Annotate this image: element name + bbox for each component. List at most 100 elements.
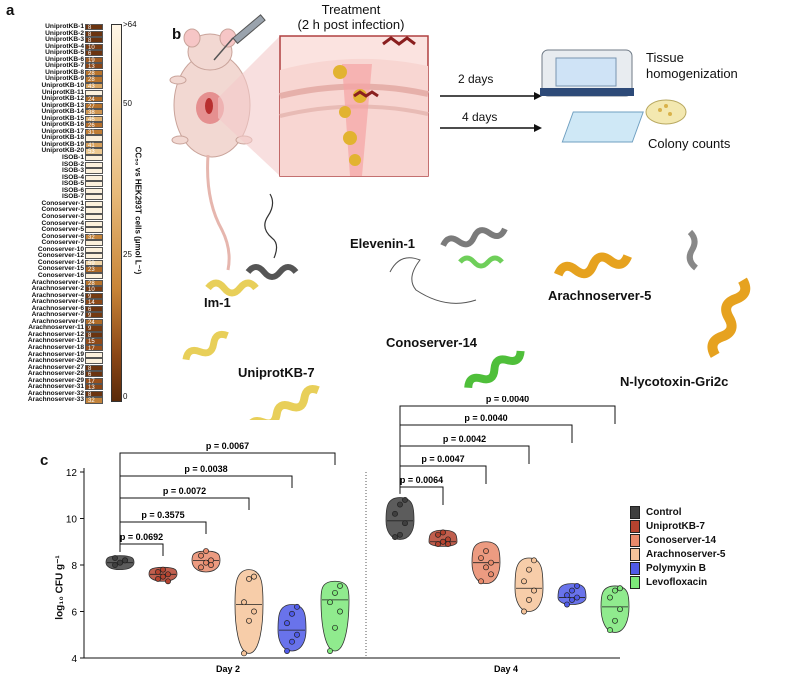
data-point (612, 617, 618, 624)
data-point (435, 531, 441, 538)
heatmap-row-name: UniprotKB-20 (41, 147, 85, 155)
data-point (160, 573, 166, 580)
heatmap-row-name: Arachnoserver-5 (31, 298, 84, 306)
cbar-tick-50: 50 (123, 99, 132, 108)
peptide-label-arachnoserver5: Arachnoserver-5 (548, 288, 652, 303)
heatmap-row-name: Conoserver-1 (41, 199, 84, 207)
heatmap-row-name: Conoserver-12 (37, 252, 84, 260)
data-point (483, 548, 489, 554)
data-point (521, 578, 527, 585)
data-point (117, 559, 123, 566)
heatmap-cell: 59 (85, 259, 103, 267)
heatmap-row-name: Arachnoserver-29 (27, 376, 84, 384)
data-point (208, 562, 214, 568)
data-point (327, 599, 333, 606)
heatmap-cell (85, 351, 103, 358)
peptide-label-gri2c: N-lycotoxin-Gri2c (620, 374, 729, 389)
heatmap-cell: 43 (85, 82, 103, 90)
heatmap-row-name: Arachnoserver-31 (27, 383, 84, 391)
heatmap-row: UniprotKB-18 (4, 135, 104, 142)
heatmap-row-name: Arachnoserver-20 (27, 357, 84, 365)
panel-c-label: c (40, 452, 49, 469)
data-point (531, 557, 537, 564)
heatmap-row-name: Arachnoserver-33 (27, 396, 84, 404)
data-point (526, 596, 532, 603)
heatmap-row-name: Arachnoserver-6 (31, 304, 84, 312)
heatmap-row: Conoserver-12 (4, 253, 104, 260)
peptide-label-im1: Im-1 (204, 295, 231, 310)
heatmap-row: Conoserver-3 (4, 213, 104, 221)
violin-shape (277, 604, 307, 652)
heatmap-row-name: Conoserver-5 (41, 226, 84, 234)
legend-swatch (630, 575, 640, 589)
data-point (402, 520, 408, 527)
cbar-tick-0: 0 (123, 392, 128, 401)
peptide-label-uniprotkb7: UniprotKB-7 (238, 365, 315, 380)
data-point (574, 594, 580, 601)
heatmap-row-name: UniprotKB-16 (41, 121, 85, 129)
heatmap-cell: 28 (85, 279, 103, 287)
gri2c-structure (686, 229, 751, 358)
legend-label: Polymyxin B (646, 562, 707, 574)
heatmap-cell (85, 227, 103, 234)
tissue-label: Tissue (646, 50, 684, 65)
legend-label: Conoserver-14 (646, 534, 717, 546)
heatmap-row-name: Arachnoserver-1 (31, 278, 84, 286)
data-point (332, 589, 338, 596)
heatmap-colorbar (111, 24, 122, 402)
data-point (392, 534, 398, 541)
heatmap-cell: 6 (85, 305, 103, 313)
heatmap-cell: 8 (85, 364, 103, 372)
heatmap-cell (85, 200, 103, 208)
heatmap-row: ISOB-3 (4, 168, 104, 175)
data-point (165, 571, 171, 578)
arrow-label-4days: 4 days (462, 110, 498, 124)
data-point (294, 631, 300, 638)
heatmap-cell: 6 (85, 371, 103, 378)
heatmap-row-name: ISOB-6 (62, 186, 84, 194)
heatmap-cell (85, 155, 103, 162)
data-point (440, 529, 446, 536)
heatmap-row-name: Conoserver-7 (41, 239, 84, 247)
p-value-label: p = 0.0040 (464, 413, 507, 423)
heatmap-row: Conoserver-16 (4, 271, 104, 280)
schematic-svg (169, 14, 751, 420)
data-point (241, 650, 247, 657)
heatmap-row: ISOB-6 (4, 186, 104, 195)
heatmap-row-name: Conoserver-16 (37, 271, 84, 279)
heatmap-row-name: UniprotKB-13 (41, 101, 85, 109)
heatmap-row: Conoserver-7 (4, 240, 104, 247)
heatmap-row-name: Arachnoserver-12 (27, 330, 84, 338)
data-point (289, 610, 295, 617)
data-point (607, 627, 613, 634)
data-point (246, 575, 252, 582)
heatmap-row-name: UniprotKB-18 (41, 134, 85, 142)
heatmap-row-name: UniprotKB-9 (45, 75, 84, 83)
heatmap-cell (85, 240, 103, 247)
violin-shape (320, 580, 350, 652)
data-point (155, 569, 161, 575)
data-point (612, 587, 618, 594)
heatmap-row-name: UniprotKB-5 (45, 49, 84, 57)
heatmap-row-name: UniprotKB-4 (45, 42, 84, 50)
heatmap-cell (85, 194, 103, 201)
heatmap-row-name: UniprotKB-11 (41, 88, 84, 96)
legend-swatch (630, 519, 640, 533)
p-value-label: p = 0.3575 (141, 510, 184, 520)
data-point (574, 582, 580, 589)
violin-shape (385, 497, 415, 540)
im1-structure (182, 193, 299, 361)
heatmap-row-name: ISOB-5 (62, 180, 84, 188)
arrow-label-2days: 2 days (458, 72, 494, 86)
heatmap-cell: 9 (85, 312, 103, 319)
